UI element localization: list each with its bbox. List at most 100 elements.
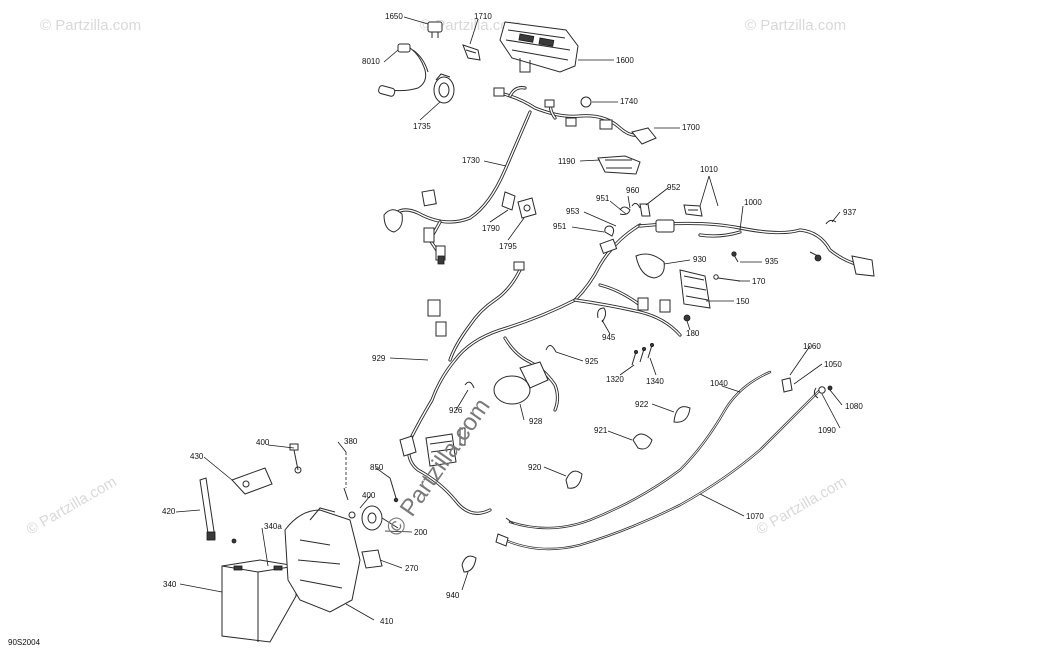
fuse-850 <box>389 477 399 503</box>
watermark-text: © Partzilla.com <box>420 17 521 34</box>
connector-8010 <box>378 43 429 97</box>
callout-951: 951 <box>553 222 567 231</box>
callout-1190: 1190 <box>558 157 576 166</box>
watermark-text: © Partzilla.com <box>754 473 850 538</box>
watermark-main-text: © Partzilla.com <box>381 393 496 541</box>
switch-1735 <box>433 73 455 104</box>
callout-8010: 8010 <box>362 57 380 66</box>
callout-170: 170 <box>752 277 766 286</box>
diagram-reference: 90S2004 <box>8 638 41 647</box>
callout-1040: 1040 <box>710 379 728 388</box>
callout-925: 925 <box>585 357 599 366</box>
plug-1740 <box>580 96 592 108</box>
callout-180: 180 <box>686 329 700 338</box>
callout-1080: 1080 <box>845 402 863 411</box>
clip-937 <box>825 219 837 225</box>
callout-340: 340 <box>163 580 177 589</box>
tie-945 <box>597 307 607 323</box>
callout-1790: 1790 <box>482 224 500 233</box>
clip-925 <box>545 345 557 353</box>
bolt-400a <box>289 443 302 474</box>
callout-850: 850 <box>370 463 384 472</box>
leader-lines <box>175 16 843 621</box>
screw-340a <box>231 538 237 544</box>
callout-928: 928 <box>529 417 543 426</box>
callout-952: 952 <box>667 183 681 192</box>
ring-926-928 <box>464 375 531 405</box>
callout-960: 960 <box>626 186 640 195</box>
callout-1060: 1060 <box>803 342 821 351</box>
callout-150: 150 <box>736 297 750 306</box>
callout-945: 945 <box>602 333 616 342</box>
callout-430: 430 <box>190 452 204 461</box>
callout-1090: 1090 <box>818 426 836 435</box>
callout-1795: 1795 <box>499 242 517 251</box>
ecm-harness-1000 <box>638 204 875 277</box>
grommet-922 <box>673 406 691 423</box>
gauge-cluster-1600 <box>499 21 579 73</box>
harness-main-929 <box>399 223 682 515</box>
grommet-940 <box>461 555 477 573</box>
switch-1710 <box>462 44 481 61</box>
callout-935: 935 <box>765 257 779 266</box>
clamps-951-960 <box>604 202 651 237</box>
callout-1700: 1700 <box>682 123 700 132</box>
screw-935 <box>731 251 739 263</box>
callout-937: 937 <box>843 208 857 217</box>
callout-1710: 1710 <box>474 12 492 21</box>
callout-951: 951 <box>596 194 610 203</box>
fuse-1790 <box>501 191 516 211</box>
bracket-430 <box>231 467 273 495</box>
callout-921: 921 <box>594 426 608 435</box>
callout-200: 200 <box>414 528 428 537</box>
cable-1070 <box>495 388 822 551</box>
pins-1320-1340 <box>631 342 655 366</box>
battery-340 <box>221 559 297 643</box>
switch-1795 <box>517 197 537 219</box>
callout-1010: 1010 <box>700 165 718 174</box>
cable-1040 <box>505 370 772 530</box>
callout-420: 420 <box>162 507 176 516</box>
strap-420 <box>199 477 216 541</box>
callout-1735: 1735 <box>413 122 431 131</box>
harness-1730 <box>383 86 642 265</box>
callout-380: 380 <box>344 437 358 446</box>
callout-1340: 1340 <box>646 377 664 386</box>
callout-1000: 1000 <box>744 198 762 207</box>
callout-940: 940 <box>446 591 460 600</box>
callout-1320: 1320 <box>606 375 624 384</box>
starter-solenoid-200 <box>348 505 399 531</box>
callout-400: 400 <box>256 438 270 447</box>
watermark-text: © Partzilla.com <box>40 17 141 34</box>
switch-1650 <box>427 21 443 38</box>
bolt-380 <box>343 452 349 501</box>
callout-270: 270 <box>405 564 419 573</box>
callout-929: 929 <box>372 354 386 363</box>
callout-400: 400 <box>362 491 376 500</box>
battery-tray-410 <box>284 507 361 613</box>
relay-270 <box>361 549 383 569</box>
callout-1070: 1070 <box>746 512 764 521</box>
callout-922: 922 <box>635 400 649 409</box>
grommet-921 <box>632 433 653 450</box>
terminals-1050-1090 <box>781 377 833 399</box>
callout-920: 920 <box>528 463 542 472</box>
callout-926: 926 <box>449 406 463 415</box>
watermark-text: © Partzilla.com <box>24 473 120 538</box>
callout-1650: 1650 <box>385 12 403 21</box>
callout-953: 953 <box>566 207 580 216</box>
callout-340a: 340a <box>264 522 282 531</box>
callout-410: 410 <box>380 617 394 626</box>
callout-930: 930 <box>693 255 707 264</box>
screw-170 <box>713 274 741 282</box>
grommet-920 <box>565 470 583 489</box>
nut-180 <box>683 314 691 322</box>
bracket-930 <box>635 253 665 279</box>
callout-1600: 1600 <box>616 56 634 65</box>
module-150 <box>679 269 711 309</box>
watermark-text: © Partzilla.com <box>745 17 846 34</box>
relay-1190 <box>597 155 641 175</box>
callout-1740: 1740 <box>620 97 638 106</box>
